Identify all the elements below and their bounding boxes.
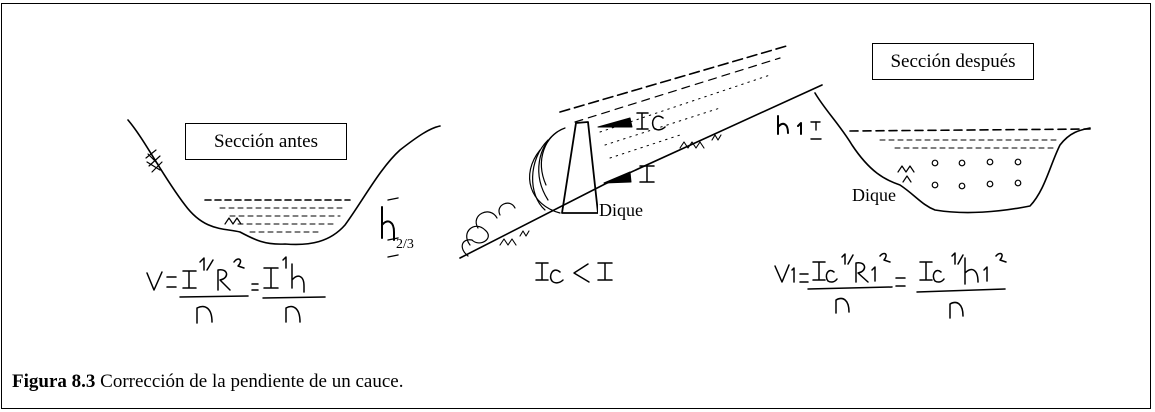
fill-hatch (879, 139, 1061, 149)
channel-after-profile (814, 92, 1091, 214)
bank-vegetation-left (145, 149, 242, 225)
depth-mark-right (810, 121, 822, 140)
dike-body (561, 121, 599, 214)
splash-swirls (461, 202, 516, 257)
label-dike-middle: Dique (598, 200, 644, 220)
ic-slope-wedge (597, 117, 633, 128)
label-dike-right: Dique (852, 185, 896, 205)
sediment-dots (599, 74, 771, 159)
figure-caption: Figura 8.3 Corrección de la pendiente de… (12, 371, 403, 393)
label-h1 (777, 115, 802, 135)
formula-right (774, 252, 1007, 319)
fill-level-line (849, 128, 1091, 132)
bed-hatching-middle (499, 134, 722, 246)
label-section-after: Sección después (872, 43, 1034, 80)
caption-label: Figura 8.3 (12, 371, 96, 392)
bank-vegetation-right (897, 165, 915, 183)
spill-curves (529, 127, 566, 214)
caption-text: Corrección de la pendiente de un cauce. (95, 371, 404, 392)
formula-middle (535, 262, 613, 284)
sediment-surface (559, 44, 791, 113)
water-before-hatch (219, 207, 346, 233)
i-slope-wedge (603, 171, 632, 184)
label-section-before: Sección antes (185, 123, 347, 160)
channel-bed-line (459, 84, 823, 259)
sediment-surface-2 (574, 57, 781, 123)
channel-before-profile (127, 119, 441, 246)
svg-text:2/3: 2/3 (396, 237, 414, 252)
label-i (639, 165, 655, 183)
fill-stones (931, 158, 1022, 190)
h-letter-left (381, 206, 395, 241)
label-ic (636, 112, 666, 131)
formula-left (146, 256, 326, 324)
